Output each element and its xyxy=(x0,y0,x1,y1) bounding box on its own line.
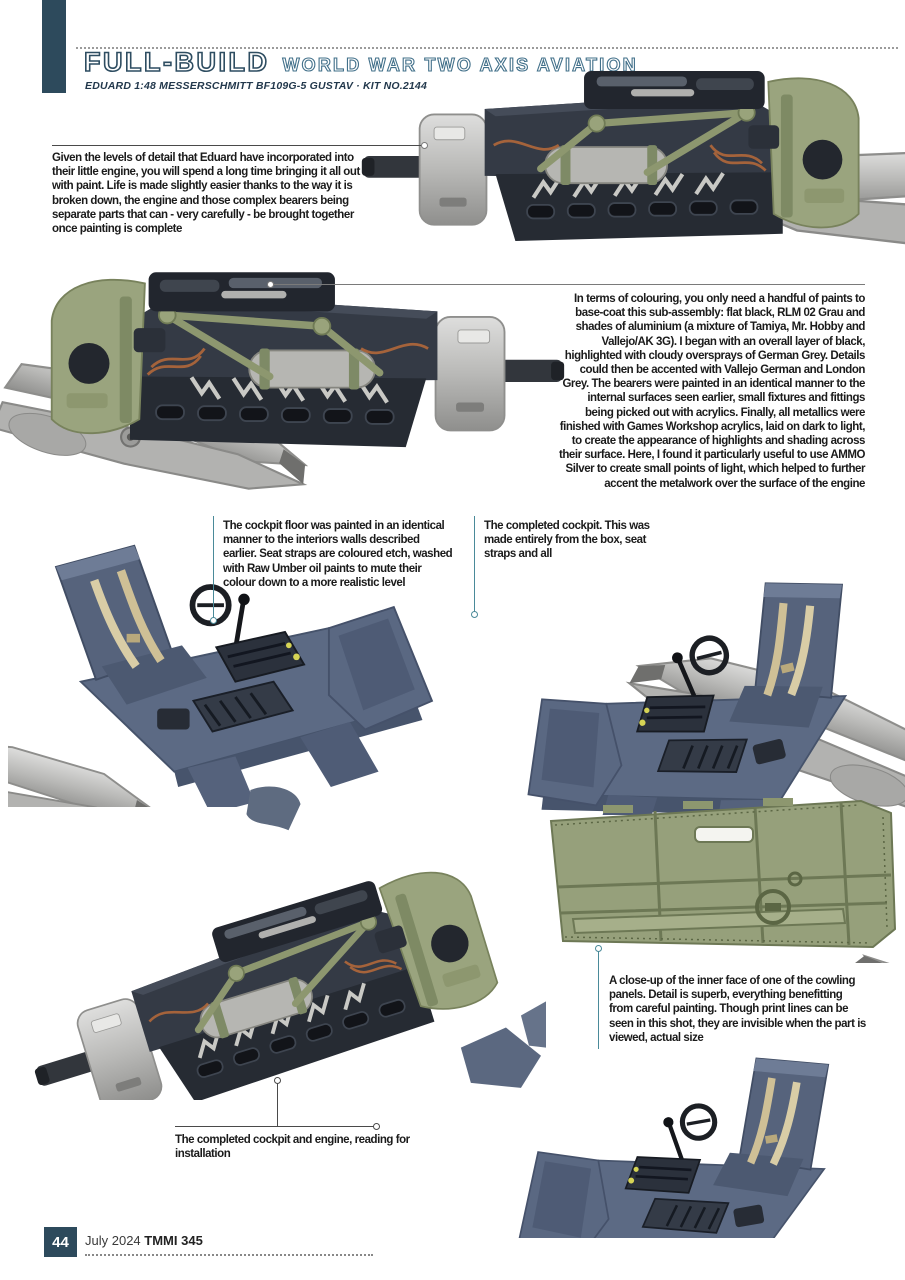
caption-ready-install: The completed cockpit and engine, readin… xyxy=(175,1134,410,1161)
caption-engine-paint: Given the levels of detail that Eduard h… xyxy=(52,152,360,236)
page-number-badge: 44 xyxy=(44,1227,77,1257)
cockpit-model xyxy=(495,1046,866,1238)
page-title: FULL-BUILD xyxy=(83,47,270,77)
photo-engine-cockpit-assembly xyxy=(0,786,546,1100)
photo-engine-top xyxy=(358,62,905,278)
photo-cockpit-ready xyxy=(358,1038,905,1238)
grey-part xyxy=(520,1001,546,1048)
footer-issue-line: July 2024 TMMI 345 xyxy=(85,1233,203,1248)
callout-line-completed-cockpit xyxy=(474,516,475,612)
engine-model xyxy=(52,272,564,447)
callout-dot xyxy=(421,142,428,149)
callout-line-cowling xyxy=(598,951,599,1049)
photo-engine-side xyxy=(0,257,566,505)
photo-cowling-panel xyxy=(543,791,903,963)
kit-kicker: EDUARD 1:48 MESSERSCHMITT BF109G-5 GUSTA… xyxy=(85,80,428,92)
footer-magazine: TMMI 345 xyxy=(144,1233,203,1248)
caption-completed-cockpit: The completed cockpit. This was made ent… xyxy=(484,520,650,561)
page-number: 44 xyxy=(52,1233,69,1251)
callout-line-engine-paint xyxy=(52,145,421,146)
header-dotted-rule xyxy=(76,47,898,49)
caption-colouring: In terms of colouring, you only need a h… xyxy=(558,293,866,490)
callout-line-ready-vertical xyxy=(277,1083,278,1127)
callout-dot xyxy=(373,1123,380,1130)
grey-part xyxy=(460,1027,541,1088)
series-title: WORLD WAR TWO AXIS AVIATION xyxy=(282,55,638,76)
callout-dot xyxy=(595,945,602,952)
callout-dot xyxy=(471,611,478,618)
corner-accent-bar xyxy=(42,0,66,93)
caption-cockpit-floor: The cockpit floor was painted in an iden… xyxy=(223,520,453,589)
callout-line-colouring xyxy=(272,284,865,285)
footer-dotted-rule xyxy=(85,1254,373,1256)
callout-line-ready-horizontal xyxy=(175,1126,375,1127)
cowl-scrap-part xyxy=(246,786,301,831)
engine-model xyxy=(362,71,859,241)
photo-completed-cockpit xyxy=(425,563,905,815)
callout-line-cockpit-floor xyxy=(213,516,214,618)
callout-dot xyxy=(267,281,274,288)
footer-issue: July 2024 xyxy=(85,1233,141,1248)
caption-cowling-closeup: A close-up of the inner face of one of t… xyxy=(609,975,866,1044)
callout-dot xyxy=(210,617,217,624)
header-title-row: FULL-BUILD WORLD WAR TWO AXIS AVIATION xyxy=(83,47,638,77)
callout-dot xyxy=(274,1077,281,1084)
cowling-panel-model xyxy=(549,796,897,949)
